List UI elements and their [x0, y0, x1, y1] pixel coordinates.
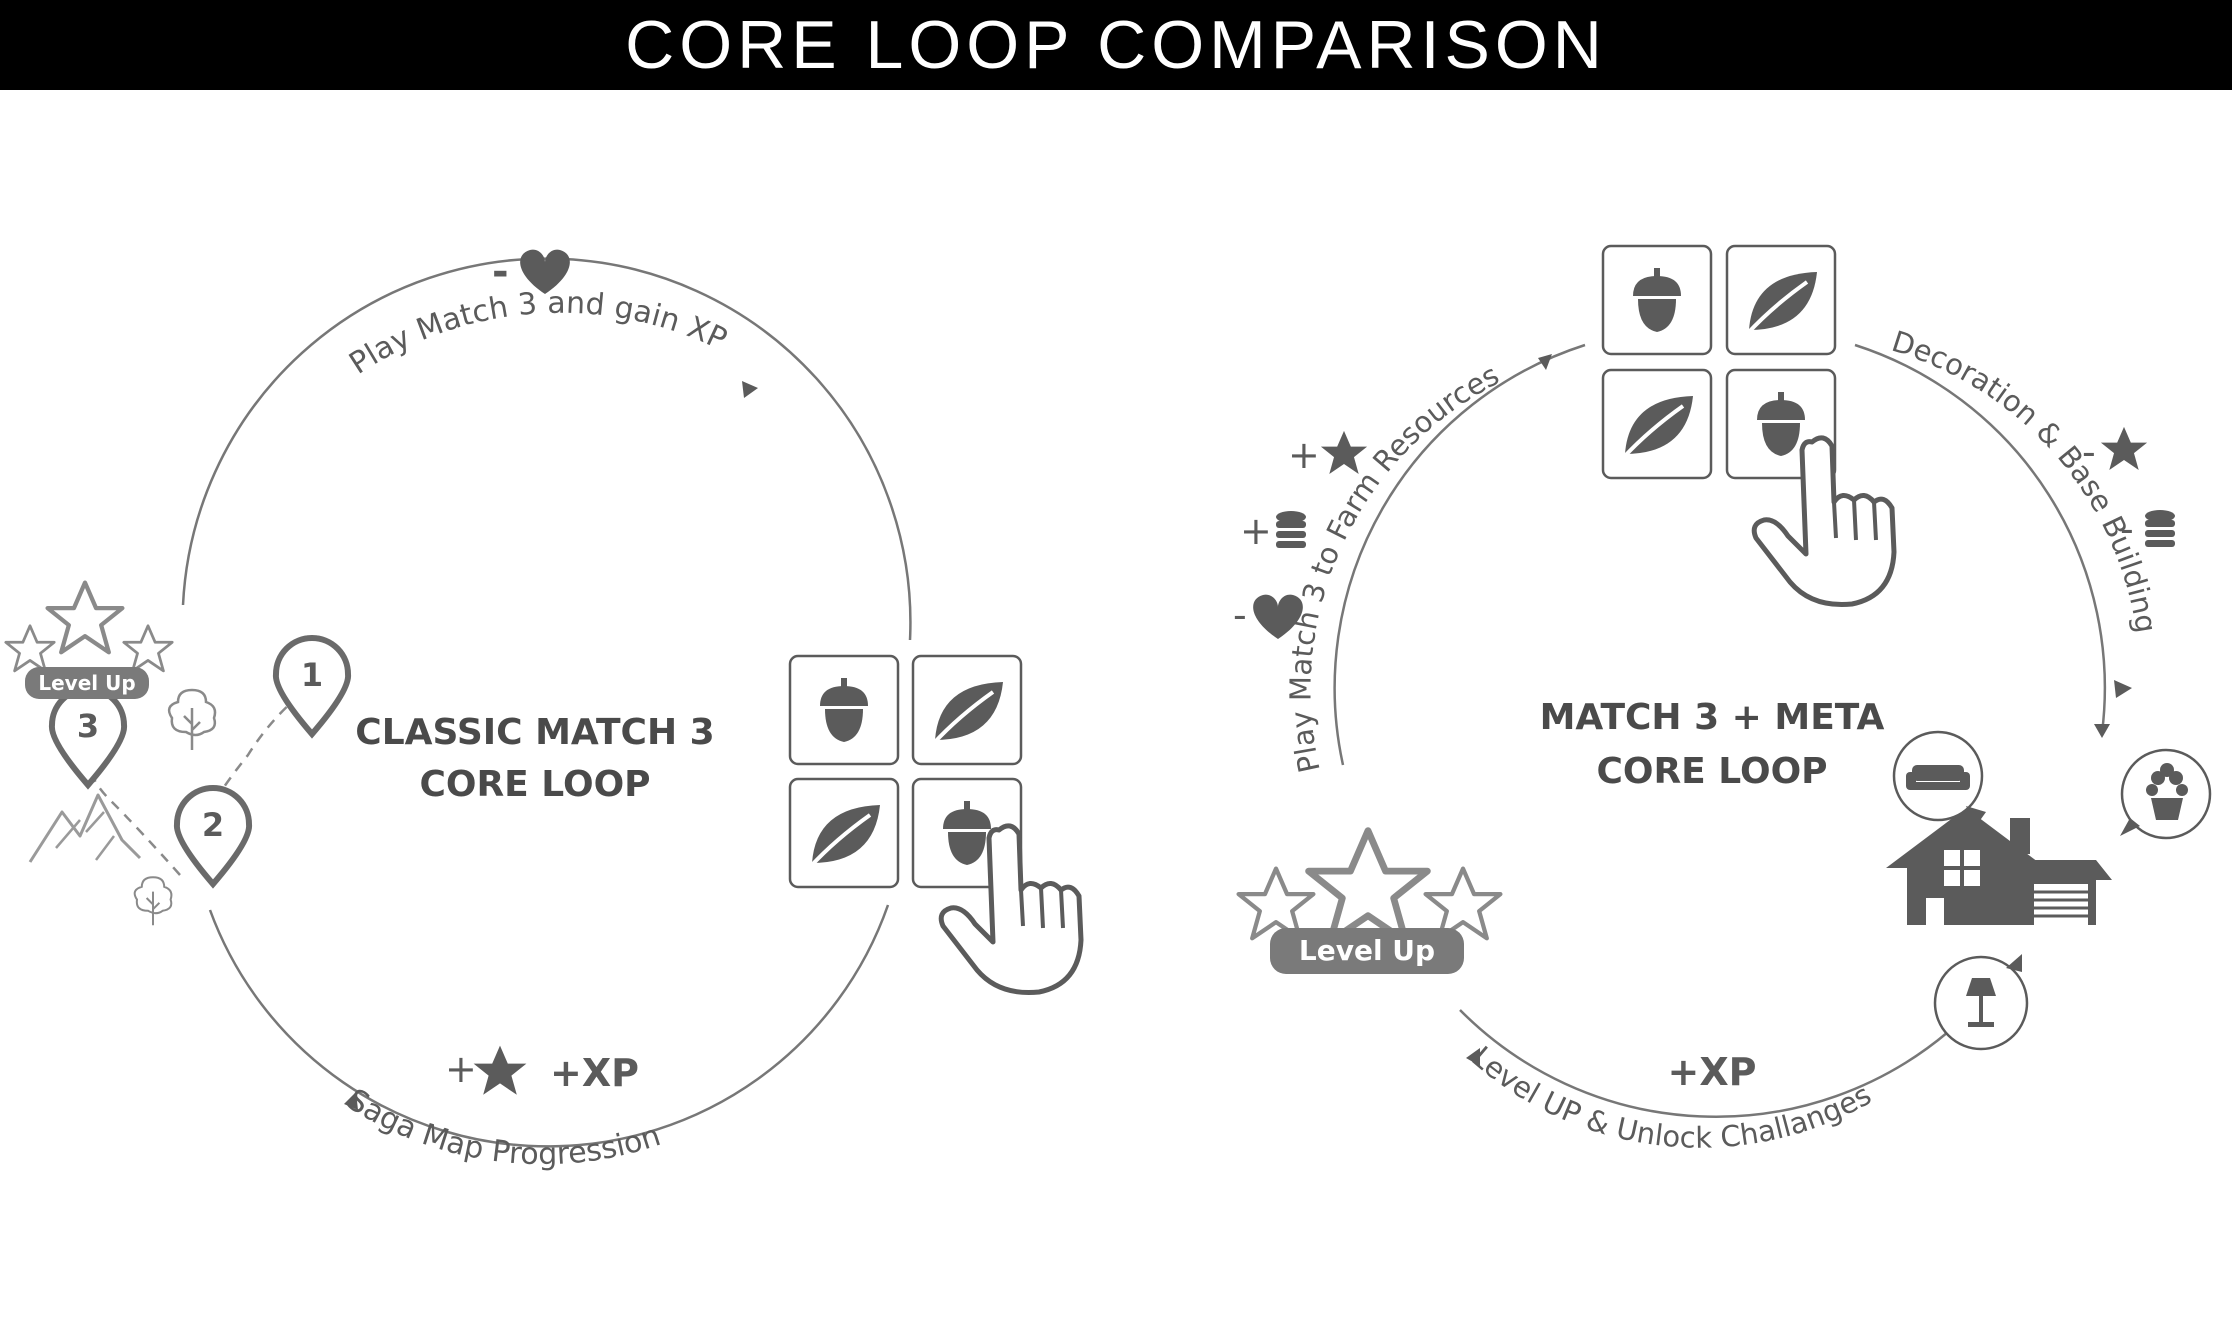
map-pin-label: 2 — [202, 806, 224, 844]
star-icon — [2100, 426, 2148, 470]
star-icon — [1309, 831, 1428, 942]
meta-right-arrow — [2094, 724, 2110, 738]
meta-coins-plus: + — [1240, 509, 1272, 553]
meta-tile-grid — [1601, 244, 1837, 480]
classic-title-line1: CLASSIC MATCH 3 — [355, 712, 714, 753]
star-icon — [48, 583, 123, 653]
classic-top-arrow — [742, 381, 758, 398]
classic-top-arc-label: Play Match 3 and gain XP — [343, 286, 732, 382]
sofa-icon — [1906, 765, 1970, 790]
map-pin-icon: 2 — [177, 788, 249, 884]
sofa-bubble — [1892, 730, 1986, 826]
meta-level-up: Level Up — [1239, 831, 1501, 974]
classic-loop: Play Match 3 and gain XP Saga Map Progre… — [4, 249, 1081, 1172]
page-title: CORE LOOP COMPARISON — [625, 7, 1607, 83]
map-pin-label: 1 — [301, 656, 323, 694]
classic-bottom-arrow — [344, 1092, 358, 1110]
meta-star-minus: - — [2082, 430, 2096, 474]
meta-left-arc — [1333, 343, 1586, 766]
classic-heart-minus: - — [492, 249, 509, 295]
map-pin-icon: 3 — [52, 689, 124, 785]
meta-right-label-arrow — [2114, 680, 2132, 698]
classic-tile-grid — [788, 654, 1023, 889]
level-up-badge — [25, 667, 149, 699]
meta-heart-minus: - — [1233, 593, 1247, 637]
saga-map: 1 2 3 Level Up — [4, 583, 348, 927]
meta-title-line2: CORE LOOP — [1596, 751, 1827, 792]
map-pin-icon: 1 — [276, 638, 348, 734]
house-icon — [1886, 808, 2112, 925]
meta-right-arc-label: Decoration & Base Building — [1888, 324, 2164, 635]
flower-bubble — [2120, 748, 2212, 840]
meta-loop: Play Match 3 to Farm Resources Decoratio… — [1233, 244, 2212, 1155]
star-icon — [473, 1045, 527, 1095]
level-up-label: Level Up — [1299, 934, 1435, 967]
star-icon — [1426, 869, 1501, 939]
star-icon — [4, 624, 56, 673]
meta-bottom-arc — [1459, 1009, 1949, 1119]
title-bar: CORE LOOP COMPARISON — [0, 0, 2232, 90]
meta-coins-minus: - — [2120, 507, 2134, 551]
classic-bottom-arc-label: Saga Map Progression — [341, 1082, 665, 1172]
lamp-icon — [1966, 978, 1996, 1027]
map-pin-label: 3 — [77, 707, 99, 745]
coins-icon — [2145, 510, 2175, 547]
meta-star-plus: + — [1288, 433, 1320, 477]
mountain-icon — [28, 793, 142, 863]
level-up-badge — [1270, 928, 1464, 974]
meta-left-arrow — [1538, 354, 1552, 370]
classic-xp-reward: +XP — [550, 1051, 639, 1095]
meta-right-arc — [1854, 343, 2107, 734]
level-up-label: Level Up — [38, 671, 135, 695]
coins-icon — [1276, 511, 1306, 548]
meta-bottom-arrow — [1466, 1048, 1480, 1066]
meta-left-arc-label: Play Match 3 to Farm Resources — [1284, 358, 1505, 776]
star-icon — [1239, 869, 1314, 939]
meta-title-line1: MATCH 3 + META — [1540, 697, 1885, 738]
classic-star-plus: + — [445, 1047, 477, 1091]
classic-title-line2: CORE LOOP — [419, 764, 650, 805]
star-icon — [122, 624, 174, 673]
flower-pot-icon — [2146, 763, 2188, 820]
classic-bottom-arc — [208, 904, 890, 1148]
meta-xp-reward: +XP — [1668, 1050, 1757, 1094]
tree-icon — [167, 688, 217, 752]
tree-icon — [133, 876, 173, 927]
lamp-bubble — [1933, 954, 2029, 1051]
